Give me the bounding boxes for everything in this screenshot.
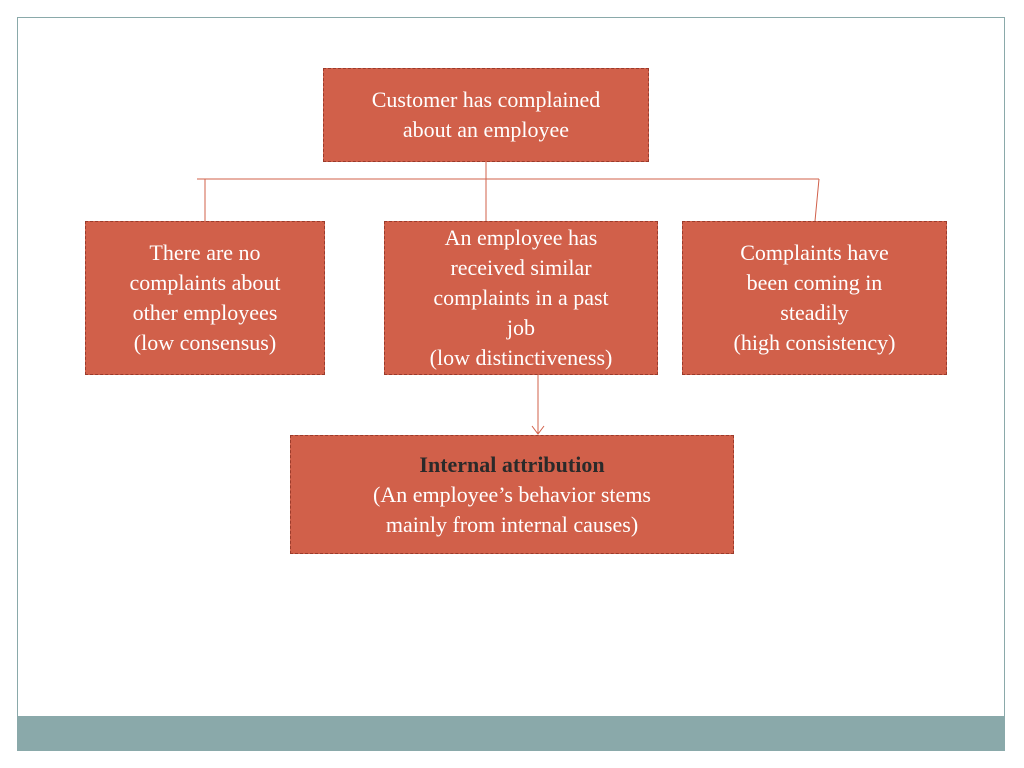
root-box-text: Customer has complained about an employe…	[371, 87, 601, 142]
factor-box-consistency: Complaints have been coming in steadily …	[682, 221, 947, 375]
root-box-customer-complaint: Customer has complained about an employe…	[323, 68, 649, 162]
factor-box-distinctiveness: An employee has received similar complai…	[384, 221, 658, 375]
factor-box-text: An employee has received similar complai…	[429, 225, 613, 370]
result-title: Internal attribution	[419, 451, 605, 477]
factor-box-consensus: There are no complaints about other empl…	[85, 221, 325, 375]
factor-box-text: There are no complaints about other empl…	[129, 240, 281, 355]
footer-bar	[17, 716, 1005, 751]
factor-box-text: Complaints have been coming in steadily …	[733, 240, 896, 355]
result-box-internal-attribution: Internal attribution (An employee’s beha…	[290, 435, 734, 554]
result-text: (An employee’s behavior stems mainly fro…	[373, 481, 651, 537]
